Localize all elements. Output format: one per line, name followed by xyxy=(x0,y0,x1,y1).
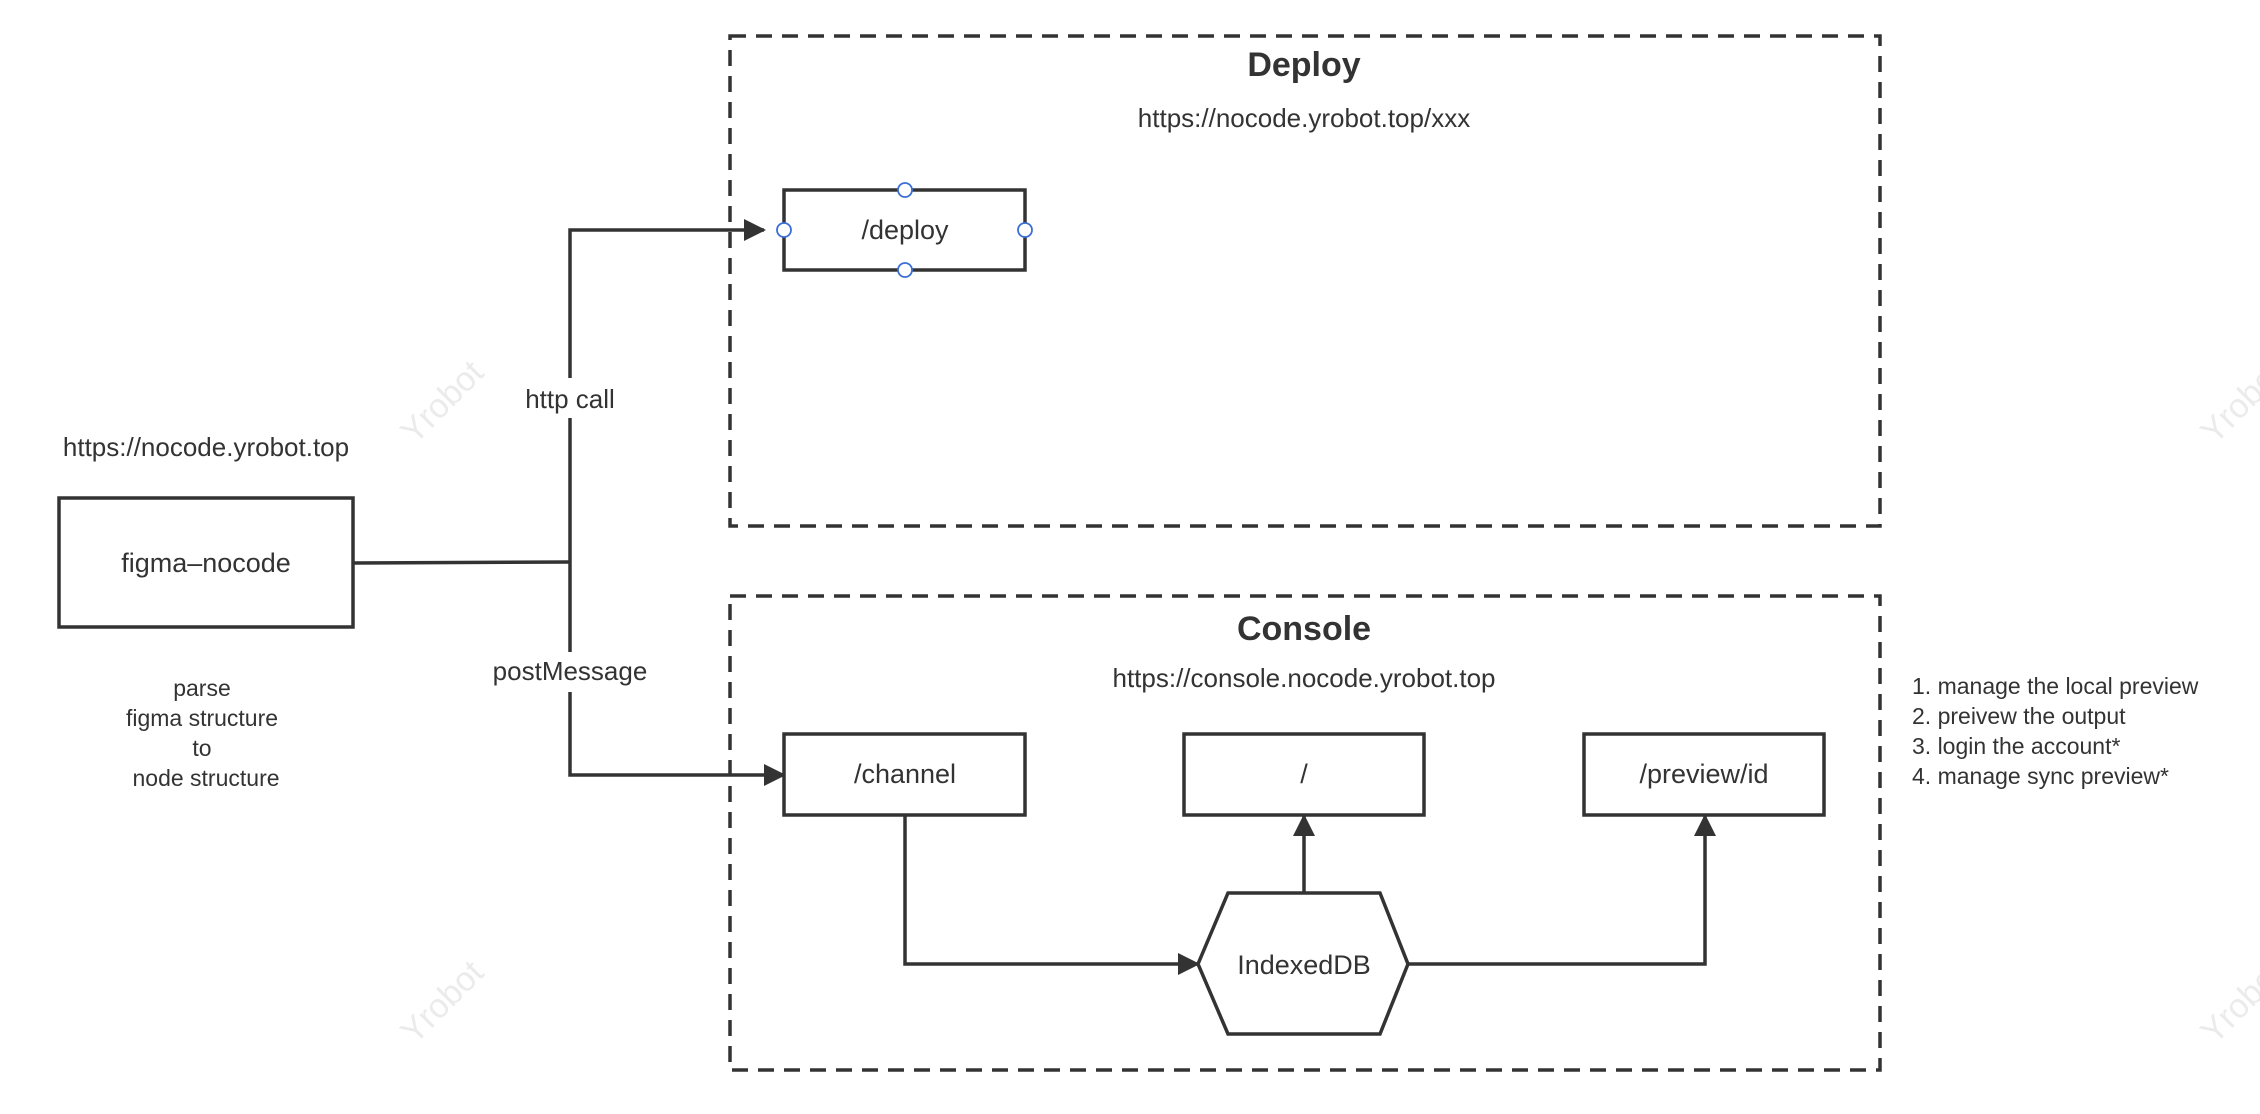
source-description-line: figma structure xyxy=(126,705,278,731)
edge-label-bg xyxy=(482,652,658,692)
console-title: Console xyxy=(1237,610,1371,648)
edge-post-message xyxy=(568,562,786,786)
indexeddb-label: IndexedDB xyxy=(1237,950,1371,980)
source-node[interactable]: figma–nocode xyxy=(57,496,355,629)
source-description-line: to xyxy=(192,735,211,761)
edge-channel-to-db xyxy=(903,815,1200,975)
root-node-box[interactable] xyxy=(1182,732,1426,817)
deploy-node[interactable]: /deploy xyxy=(776,182,1033,278)
notes-list-item: 4. manage sync preview* xyxy=(1912,763,2169,789)
console-group: Console https://console.nocode.yrobot.to… xyxy=(728,594,1882,1072)
notes-list-item: 3. login the account* xyxy=(1912,733,2120,759)
preview-node[interactable]: /preview/id xyxy=(1582,732,1826,817)
console-url: https://console.nocode.yrobot.top xyxy=(1112,663,1495,693)
edge-db-to-preview xyxy=(1408,814,1716,966)
indexeddb-node[interactable]: IndexedDB xyxy=(1196,891,1410,1036)
channel-node[interactable]: /channel xyxy=(782,732,1027,817)
connection-handle-right[interactable] xyxy=(1017,222,1033,238)
console-group-border xyxy=(728,594,1882,1072)
root-node-label: / xyxy=(1300,759,1308,789)
preview-node-label: /preview/id xyxy=(1639,759,1768,789)
deploy-url: https://nocode.yrobot.top/xxx xyxy=(1138,103,1470,133)
deploy-group: Deploy https://nocode.yrobot.top/xxx xyxy=(728,34,1882,528)
source-description-line: node structure xyxy=(132,765,279,791)
notes-list-item: 2. preivew the output xyxy=(1912,703,2126,729)
edge-label-http-call: http call xyxy=(525,384,615,414)
notes-list: 1. manage the local preview 2. preivew t… xyxy=(1912,673,2199,789)
channel-node-box[interactable] xyxy=(782,732,1027,817)
source-description-line: parse xyxy=(173,675,231,701)
notes-list-item: 1. manage the local preview xyxy=(1912,673,2199,699)
edge-label-bg xyxy=(515,378,625,418)
edge-source-trunk xyxy=(352,560,571,565)
source-description: parse figma structure to node structure xyxy=(126,675,280,791)
preview-node-box[interactable] xyxy=(1582,732,1826,817)
edge-label-post-message: postMessage xyxy=(493,656,648,686)
figma-nocode-label: figma–nocode xyxy=(121,548,291,578)
edges xyxy=(352,219,1716,975)
deploy-group-border xyxy=(728,34,1882,528)
root-node[interactable]: / xyxy=(1182,732,1426,817)
figma-nocode-box[interactable] xyxy=(57,496,355,629)
edge-http-call xyxy=(568,219,766,562)
deploy-node-label: /deploy xyxy=(861,215,949,245)
deploy-title: Deploy xyxy=(1247,46,1360,84)
connection-handle-left[interactable] xyxy=(776,222,792,238)
source-url: https://nocode.yrobot.top xyxy=(63,432,349,462)
channel-node-label: /channel xyxy=(854,759,956,789)
connection-handle-bottom[interactable] xyxy=(897,262,913,278)
watermark: Yrobot xyxy=(2193,953,2260,1051)
watermark: Yrobot xyxy=(393,953,491,1051)
watermark: Yrobot xyxy=(2193,353,2260,451)
deploy-node-box[interactable] xyxy=(782,188,1027,272)
indexeddb-hexagon[interactable] xyxy=(1196,891,1410,1036)
watermark: Yrobot xyxy=(393,353,491,451)
connection-handle-top[interactable] xyxy=(897,182,913,198)
